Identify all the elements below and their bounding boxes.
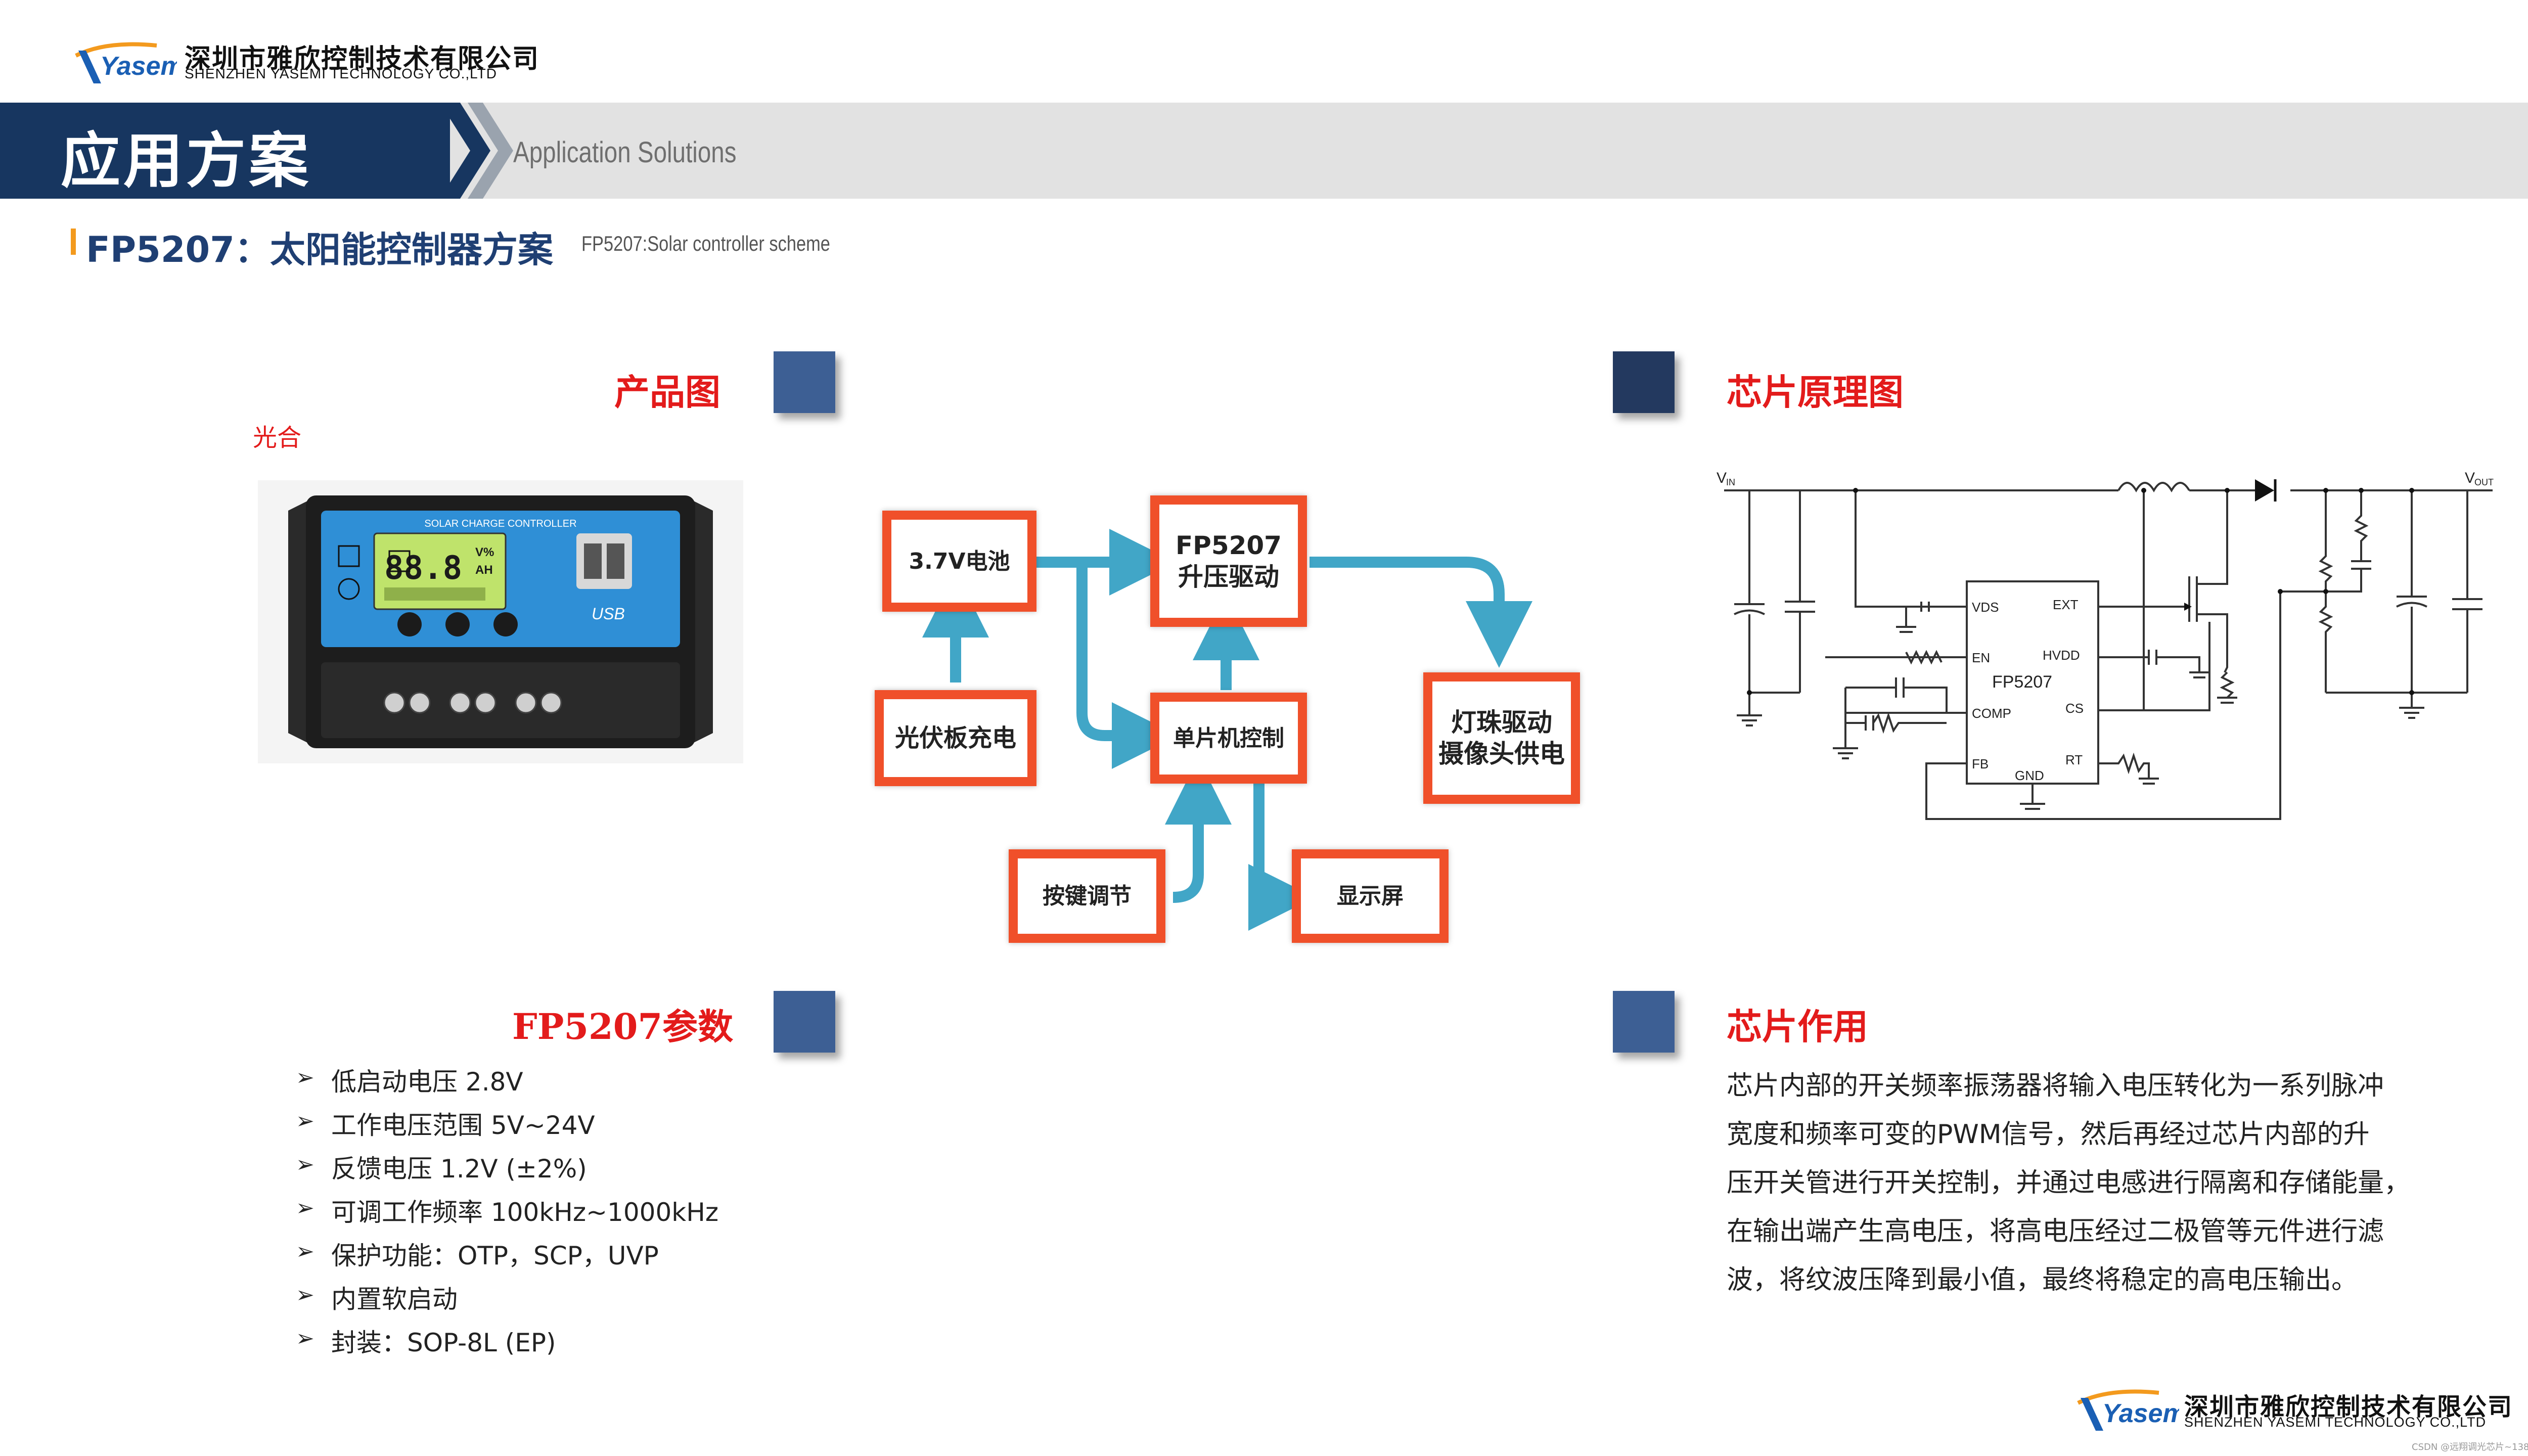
- list-item: ➢内置软启动: [296, 1282, 458, 1314]
- flow-pv-label: 光伏板充电: [894, 724, 1016, 752]
- svg-text:COMP: COMP: [1972, 706, 2011, 721]
- list-item: ➢保护功能：OTP，SCP，UVP: [296, 1239, 659, 1270]
- svg-text:CS: CS: [2065, 701, 2084, 716]
- yasemi-logo-icon: Yasemi: [2077, 1389, 2179, 1431]
- schematic-heading-square: [1613, 351, 1675, 413]
- flow-box-display: 显示屏: [1292, 849, 1449, 943]
- bullet-arrow-icon: ➢: [296, 1108, 314, 1134]
- svg-text:Yasemi: Yasemi: [2102, 1399, 2179, 1428]
- bullet-arrow-icon: ➢: [296, 1239, 314, 1264]
- watermark: CSDN @远翔调光芯片~13828798872: [2412, 1442, 2528, 1452]
- svg-text:AH: AH: [475, 563, 493, 577]
- svg-text:EXT: EXT: [2053, 597, 2079, 612]
- flow-keys-label: 按键调节: [1043, 883, 1132, 909]
- flow-box-led: 灯珠驱动 摄像头供电: [1423, 672, 1580, 804]
- params-heading: FP5207参数: [512, 1006, 734, 1048]
- svg-text:Yasemi: Yasemi: [100, 52, 177, 81]
- svg-text:GND: GND: [2015, 768, 2044, 783]
- function-heading-square: [1613, 991, 1675, 1053]
- chevron-right-icon: [440, 103, 513, 199]
- svg-text:USB: USB: [592, 605, 625, 623]
- list-item: ➢可调工作频率 100kHz~1000kHz: [296, 1195, 719, 1227]
- params-list: ➢低启动电压 2.8V ➢工作电压范围 5V~24V ➢反馈电压 1.2V (±…: [296, 1062, 1004, 1366]
- svg-text:IN: IN: [1726, 477, 1735, 487]
- svg-text:88.8: 88.8: [384, 550, 462, 587]
- header-title-block: [0, 103, 450, 199]
- list-item: ➢封装：SOP-8L (EP): [296, 1326, 556, 1357]
- bullet-arrow-icon: ➢: [296, 1065, 314, 1090]
- flow-box-battery: 3.7V电池: [882, 511, 1036, 612]
- flow-mcu-label: 单片机控制: [1173, 725, 1284, 751]
- bullet-arrow-icon: ➢: [296, 1282, 314, 1308]
- bullet-arrow-icon: ➢: [296, 1195, 314, 1221]
- bullet-arrow-icon: ➢: [296, 1326, 314, 1351]
- svg-text:V: V: [2465, 470, 2475, 486]
- list-item: ➢低启动电压 2.8V: [296, 1065, 523, 1097]
- bullet-arrow-icon: ➢: [296, 1152, 314, 1177]
- flow-box-driver: FP5207 升压驱动: [1150, 495, 1307, 627]
- subheading-accent-bar: [71, 229, 76, 255]
- svg-text:HVDD: HVDD: [2043, 648, 2080, 663]
- page-title: 应用方案: [61, 126, 312, 196]
- flow-driver-line2: 升压驱动: [1178, 562, 1279, 592]
- product-heading-square: [774, 351, 835, 413]
- flow-led-line1: 灯珠驱动: [1451, 707, 1552, 737]
- flow-box-pv: 光伏板充电: [875, 690, 1036, 786]
- flow-box-mcu: 单片机控制: [1150, 693, 1307, 784]
- flow-box-keys: 按键调节: [1009, 849, 1165, 943]
- svg-text:FP5207: FP5207: [1992, 672, 2052, 692]
- svg-text:RT: RT: [2065, 752, 2083, 767]
- svg-text:V%: V%: [475, 545, 494, 559]
- chip-schematic: V IN V OUT FP5207 VDS EN COMP FB EXT HVD…: [1717, 470, 2494, 820]
- svg-text:FB: FB: [1972, 756, 1989, 771]
- params-heading-square: [774, 991, 835, 1053]
- schematic-heading: 芯片原理图: [1727, 371, 1904, 413]
- page-subtitle: Application Solutions: [513, 136, 737, 169]
- footer-company-logo: Yasemi 深圳市雅欣控制技术有限公司 SHENZHEN YASEMI TEC…: [2073, 1383, 2528, 1438]
- product-brand-label: 光合: [253, 424, 302, 452]
- footer-company-name-en: SHENZHEN YASEMI TECHNOLOGY CO.,LTD: [2184, 1415, 2487, 1430]
- solar-controller-image: SOLAR CHARGE CONTROLLER 88.8 V% AH USB: [258, 480, 743, 763]
- svg-text:SOLAR CHARGE CONTROLLER: SOLAR CHARGE CONTROLLER: [424, 518, 576, 529]
- svg-text:V: V: [1717, 470, 1727, 486]
- function-heading: 芯片作用: [1727, 1006, 1868, 1048]
- company-logo: Yasemi 深圳市雅欣控制技术有限公司 SHENZHEN YASEMI TEC…: [71, 35, 538, 91]
- flow-diagram-arrows: [922, 529, 1532, 931]
- yasemi-logo-icon: Yasemi: [75, 42, 177, 83]
- flow-led-line2: 摄像头供电: [1438, 739, 1565, 768]
- scheme-title: FP5207：太阳能控制器方案: [86, 229, 553, 270]
- list-item: ➢工作电压范围 5V~24V: [296, 1108, 595, 1140]
- function-paragraph: 芯片内部的开关频率振荡器将输入电压转化为一系列脉冲 宽度和频率可变的PWM信号，…: [1727, 1071, 2411, 1295]
- company-name-en: SHENZHEN YASEMI TECHNOLOGY CO.,LTD: [185, 66, 497, 81]
- svg-text:VDS: VDS: [1972, 600, 1999, 615]
- list-item: ➢反馈电压 1.2V (±2%): [296, 1152, 587, 1184]
- product-heading: 产品图: [614, 371, 720, 413]
- flow-display-label: 显示屏: [1337, 883, 1404, 909]
- scheme-title-en: FP5207:Solar controller scheme: [581, 232, 830, 255]
- svg-text:EN: EN: [1972, 650, 1990, 665]
- footer-company-name-cn: 深圳市雅欣控制技术有限公司: [2184, 1393, 2513, 1421]
- flow-battery-label: 3.7V电池: [909, 548, 1010, 574]
- svg-text:OUT: OUT: [2474, 477, 2494, 487]
- flow-driver-line1: FP5207: [1176, 530, 1282, 560]
- company-name-cn: 深圳市雅欣控制技术有限公司: [185, 44, 540, 74]
